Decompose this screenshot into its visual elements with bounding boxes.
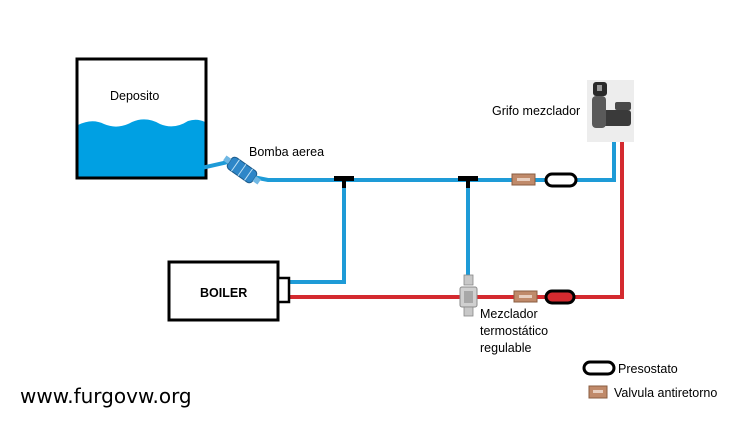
tank-label: Deposito: [110, 89, 159, 103]
thermostatic-mixer: [459, 274, 478, 317]
check-valve-hot-inner: [519, 295, 532, 298]
tee-fitting: [466, 176, 470, 188]
legend-pressure-switch-icon: [582, 360, 616, 376]
boiler-feed-pipe: [288, 178, 346, 284]
legend-pressure-switch-label: Presostato: [618, 362, 678, 376]
pump-label: Bomba aerea: [249, 145, 324, 159]
check-valve-cold-inner: [517, 178, 530, 181]
water-tank: Deposito: [75, 57, 208, 180]
boiler-label: BOILER: [200, 286, 247, 300]
faucet-base: [599, 110, 631, 126]
pump-outlet: [252, 176, 261, 185]
cold-water-pipes: [203, 138, 616, 284]
pressure-switch-hot: [544, 289, 576, 305]
faucet-cold-pipe: [574, 138, 616, 182]
mixing-faucet: [587, 80, 634, 142]
mixer-stem: [463, 274, 474, 286]
pump-outlet-pipe: [255, 175, 548, 182]
faucet-spout: [592, 96, 606, 128]
watermark: www.furgovw.org: [20, 384, 192, 408]
faucet-label: Grifo mezclador: [492, 104, 580, 118]
legend-check-valve-label: Valvula antiretorno: [614, 386, 717, 400]
legend-check-valve-icon-inner: [593, 390, 603, 393]
pump-rib: [244, 168, 253, 181]
pump-inlet: [223, 155, 232, 164]
mixer-outlet: [463, 306, 474, 317]
faucet-handle-highlight: [597, 85, 602, 91]
mixer-label-line1: Mezclador: [480, 307, 538, 321]
tee-fittings: [334, 176, 478, 188]
tank-outline: [75, 57, 208, 180]
pump-rib: [237, 163, 247, 177]
boiler-connector: [276, 276, 291, 304]
boiler: BOILER: [167, 260, 291, 322]
hot-water-pipes: [288, 134, 624, 299]
air-pump: [223, 155, 261, 185]
tank-water: [78, 119, 205, 178]
legend: Presostato Valvula antiretorno: [582, 360, 717, 400]
pressure-switch-cold: [544, 172, 578, 188]
tee-fitting: [342, 176, 346, 188]
tank-outlet-pipe: [203, 159, 231, 170]
pump-rib: [231, 159, 240, 172]
faucet-lever: [615, 102, 631, 110]
mixer-detail: [464, 291, 473, 303]
faucet-hot-pipe: [572, 134, 624, 299]
mixer-label-line3: regulable: [480, 341, 531, 355]
mixer-label-line2: termostático: [480, 324, 548, 338]
